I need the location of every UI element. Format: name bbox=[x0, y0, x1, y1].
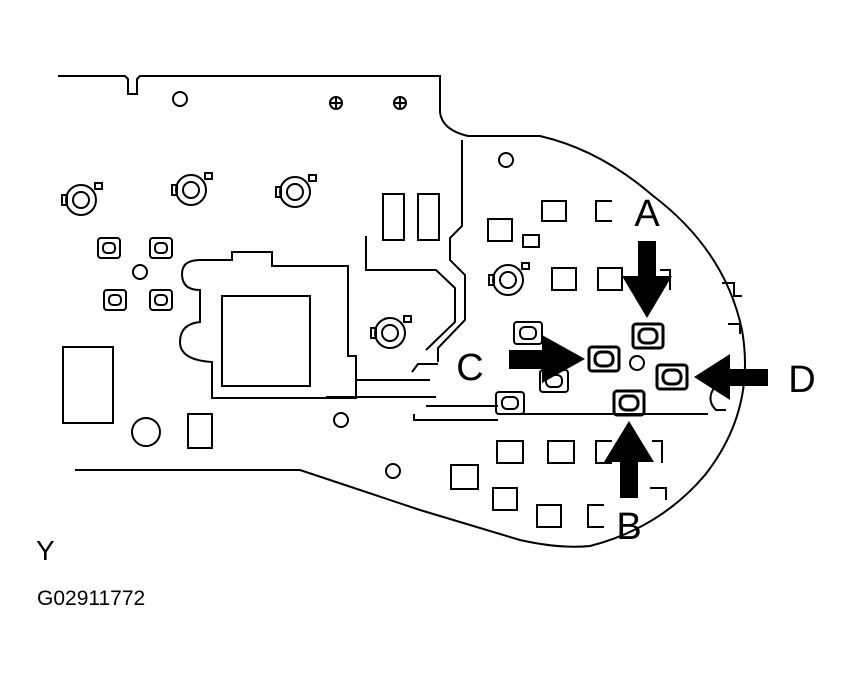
square-pad-small bbox=[522, 234, 540, 248]
square-pad bbox=[595, 200, 612, 222]
bulb-socket bbox=[171, 172, 213, 206]
square-pad bbox=[547, 440, 575, 464]
bulb-socket bbox=[275, 174, 317, 208]
mount-hole bbox=[132, 264, 148, 280]
mount-hole bbox=[172, 91, 188, 107]
led-pad bbox=[149, 289, 173, 311]
trace-line bbox=[411, 363, 438, 373]
edge-clip bbox=[709, 387, 726, 411]
trace-line bbox=[365, 236, 456, 351]
trace-line bbox=[437, 140, 466, 362]
square-pad bbox=[450, 464, 479, 490]
callout-label-d: D bbox=[788, 359, 815, 401]
bulb-socket bbox=[61, 182, 103, 216]
central-module bbox=[178, 251, 357, 399]
trace-line bbox=[413, 414, 498, 421]
right-notch-lower bbox=[728, 323, 741, 334]
mount-hole bbox=[333, 412, 349, 428]
square-pad bbox=[496, 440, 524, 464]
right-notch-upper bbox=[722, 282, 742, 297]
arrow-a bbox=[622, 241, 672, 318]
square-pad bbox=[492, 487, 518, 511]
callout-label-b: B bbox=[616, 506, 641, 548]
led-pad bbox=[495, 391, 525, 415]
square-pad bbox=[660, 269, 671, 290]
led-pad bbox=[513, 321, 543, 345]
square-pad bbox=[587, 504, 604, 528]
square-pad bbox=[650, 487, 667, 500]
led-pad-c bbox=[587, 345, 621, 373]
square-pad bbox=[652, 440, 663, 463]
mount-hole bbox=[629, 355, 645, 371]
led-pad bbox=[97, 237, 121, 259]
arrow-c bbox=[509, 335, 585, 383]
led-pad-d bbox=[655, 363, 689, 391]
bulb-socket bbox=[488, 262, 530, 296]
central-chip bbox=[221, 295, 311, 387]
crosshair-mark bbox=[393, 96, 407, 110]
callout-label-a: A bbox=[634, 193, 660, 235]
square-pad bbox=[541, 200, 567, 222]
vertical-pad bbox=[417, 193, 440, 241]
led-pad-a bbox=[631, 322, 665, 350]
square-pad bbox=[597, 267, 623, 291]
mount-hole bbox=[385, 463, 401, 479]
large-hole bbox=[131, 417, 161, 447]
component-block bbox=[187, 413, 213, 449]
square-pad bbox=[487, 218, 513, 242]
corner-letter: Y bbox=[36, 535, 55, 566]
arrow-d bbox=[694, 354, 768, 400]
square-pad bbox=[595, 440, 612, 464]
square-pad bbox=[551, 267, 577, 291]
board-outline bbox=[58, 75, 746, 548]
callout-label-c: C bbox=[456, 347, 483, 389]
arrow-b bbox=[604, 421, 654, 498]
led-pad bbox=[149, 237, 173, 259]
led-pad bbox=[103, 289, 127, 311]
vertical-pad bbox=[382, 193, 405, 241]
square-pad bbox=[536, 504, 562, 528]
bulb-socket bbox=[370, 315, 412, 349]
led-pad-b bbox=[612, 389, 646, 417]
component-block bbox=[62, 346, 114, 424]
figure-code: G02911772 bbox=[37, 587, 145, 610]
crosshair-mark bbox=[329, 96, 343, 110]
mount-hole bbox=[498, 152, 514, 168]
